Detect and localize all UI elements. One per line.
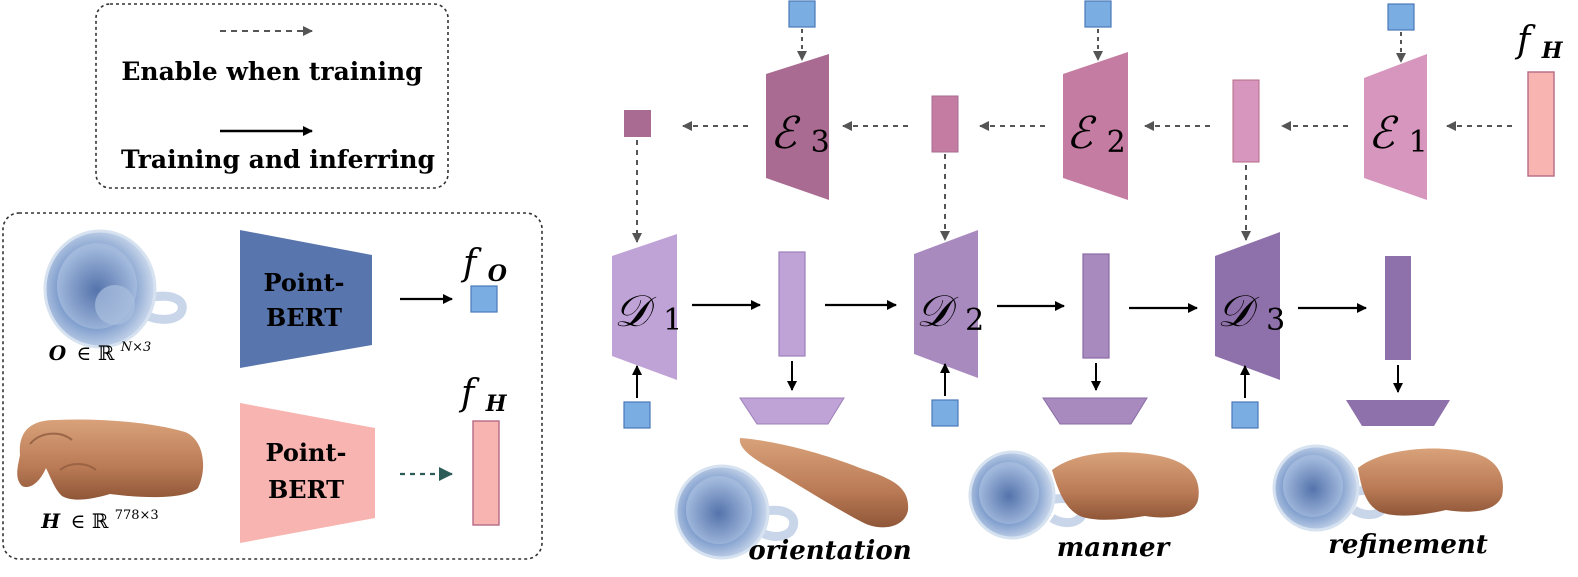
decoder-3-index: 3 [1266, 303, 1285, 338]
decoder-1-symbol: 𝒟 [614, 286, 657, 337]
object-cup-image [43, 229, 187, 349]
manner-result-image [968, 450, 1199, 540]
decoder-1-output [778, 251, 806, 357]
object-feature-square [470, 285, 498, 313]
decoder-3-object-input [1231, 401, 1259, 429]
object-encoder-label-line2: BERT [266, 303, 342, 332]
decoder-1-label: 𝒟 1 [614, 286, 682, 338]
prediction-head-2 [1042, 397, 1148, 425]
hand-feature-sub: H [485, 391, 508, 417]
object-feature-base: f [460, 243, 482, 284]
decoder-2-index: 2 [965, 303, 984, 338]
decoder-2 [914, 230, 978, 378]
hand-input-label: H ∈ ℝ 778×3 [40, 508, 158, 533]
prediction-head-1 [739, 397, 845, 425]
refinement-result-image [1272, 444, 1503, 532]
legend: Enable when training Training and inferr… [95, 3, 449, 189]
top-hand-feature-bar [1527, 71, 1555, 177]
decoder-2-label: 𝒟 2 [916, 286, 984, 338]
object-input-dims: N×3 [120, 340, 152, 355]
input-panel-box [2, 212, 543, 560]
encoder-1-label: ℰ 1 [1368, 108, 1428, 160]
hand-feature-base: f [458, 373, 480, 414]
object-input-symbol: O [49, 341, 67, 365]
hand-input-relation: ∈ ℝ [71, 509, 109, 533]
stage-label-manner: manner [1057, 533, 1172, 563]
stage-label-refinement: refinement [1328, 530, 1488, 560]
top-feature-base: f [1514, 20, 1536, 61]
hand-feature-bar [472, 420, 500, 526]
encoder-2-object-input [1084, 0, 1112, 28]
object-feature-label: f O [460, 243, 507, 287]
stage-label-orientation: orientation [748, 536, 911, 566]
decoder-2-symbol: 𝒟 [916, 286, 959, 337]
decoder-1-object-input [623, 401, 651, 429]
latent-feature-3 [624, 110, 651, 137]
legend-dashed-label: Enable when training [121, 57, 422, 86]
hand-image [17, 419, 204, 500]
encoder-3 [766, 54, 829, 200]
encoder-3-label: ℰ 3 [770, 108, 830, 160]
encoder-2-symbol: ℰ [1066, 108, 1097, 159]
top-hand-feature-label: f H [1514, 20, 1564, 64]
hand-input-dims: 778×3 [115, 508, 159, 523]
input-encoding-panel: O ∈ ℝ N×3 H ∈ ℝ 778×3 Point- BERT f O Po… [2, 212, 543, 560]
decoder-3-symbol: 𝒟 [1217, 286, 1260, 337]
encoder-1-object-input [1387, 3, 1415, 31]
decoder-2-output [1082, 253, 1110, 359]
hand-encoder-label-line2: BERT [268, 475, 344, 504]
hand-feature-label: f H [458, 373, 508, 417]
encoder-3-index: 3 [811, 125, 830, 160]
decoder-3 [1215, 232, 1280, 380]
decoder-3-label: 𝒟 3 [1217, 286, 1285, 338]
object-encoder-label-line1: Point- [263, 268, 344, 297]
encoder-1-index: 1 [1409, 125, 1428, 160]
object-input-relation: ∈ ℝ [77, 341, 115, 365]
encoder-3-symbol: ℰ [770, 108, 801, 159]
encoder-1 [1364, 54, 1427, 200]
latent-feature-1 [1232, 79, 1260, 163]
hand-point-bert-encoder [240, 403, 375, 543]
object-input-label: O ∈ ℝ N×3 [49, 340, 151, 365]
encoder-2-index: 2 [1107, 125, 1126, 160]
orientation-result-image [674, 438, 909, 560]
decoder-1 [612, 234, 677, 380]
legend-solid-label: Training and inferring [121, 145, 435, 174]
object-point-bert-encoder [240, 230, 372, 368]
decoder-1-index: 1 [663, 303, 682, 338]
hand-input-symbol: H [40, 509, 61, 533]
encoder-1-symbol: ℰ [1368, 108, 1399, 159]
encoder-2-label: ℰ 2 [1066, 108, 1126, 160]
prediction-head-3 [1346, 400, 1450, 426]
decoder-2-object-input [931, 399, 959, 427]
decoder-3-output [1385, 256, 1411, 360]
object-feature-sub: O [488, 261, 507, 287]
top-feature-sub: H [1541, 38, 1564, 64]
encoder-3-object-input [788, 0, 816, 28]
latent-feature-2 [931, 95, 959, 153]
legend-box [95, 3, 449, 189]
hand-encoder-label-line1: Point- [265, 438, 346, 467]
encoder-2 [1063, 52, 1128, 200]
